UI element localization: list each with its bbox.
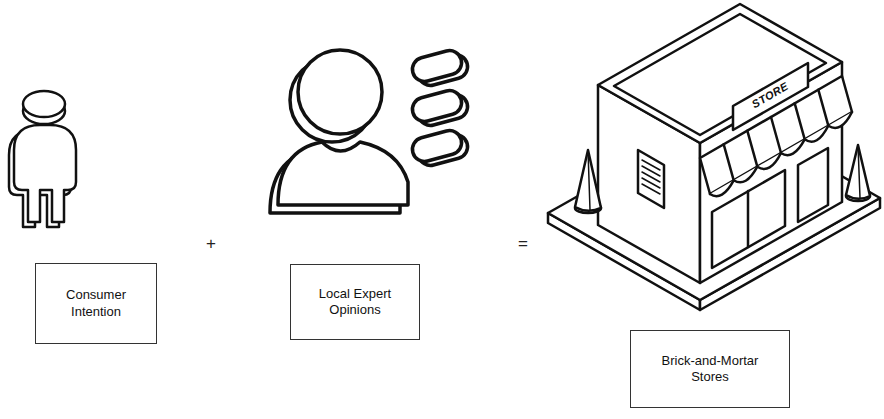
person-body: [14, 125, 76, 222]
person-icon: [9, 91, 76, 227]
text-box: Consumer Intention: [35, 263, 157, 344]
box-label: Brick-and-Mortar Stores: [647, 353, 773, 386]
person-head: [23, 91, 65, 117]
box-label: Local Expert Opinions: [307, 286, 403, 319]
expert-body: [278, 142, 408, 205]
wall-vent: [638, 150, 664, 208]
store-door: [798, 148, 828, 222]
store-window: [712, 170, 785, 268]
operator-symbol: +: [206, 234, 216, 254]
operator-symbol: =: [518, 234, 528, 254]
vent-lines: [642, 160, 660, 194]
store-icon: [548, 4, 880, 310]
opinion-bars: [410, 48, 471, 168]
text-box: Brick-and-Mortar Stores: [630, 330, 790, 408]
text-box: Local Expert Opinions: [290, 264, 420, 340]
box-label: Consumer Intention: [52, 287, 140, 320]
expert-icon: [270, 48, 470, 213]
window-bar: [747, 191, 750, 247]
tree-icon: [846, 145, 870, 201]
tree-icon: [575, 150, 601, 213]
expert-head: [298, 50, 382, 134]
